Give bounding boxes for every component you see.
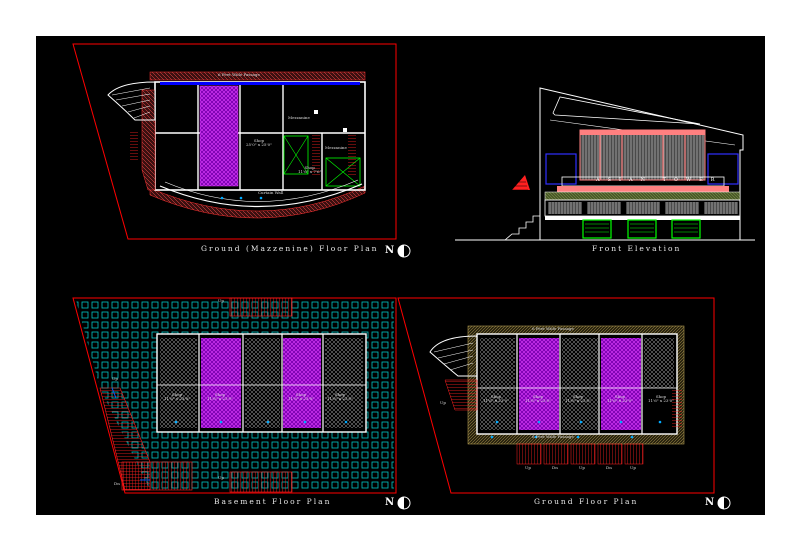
basement-plan: [72, 297, 397, 494]
ground-stair-mark-2: Dn: [552, 465, 558, 470]
north-letter-1: N: [385, 245, 395, 256]
basement-up-bottom: Up: [218, 475, 224, 480]
north-letter-2: N: [385, 497, 395, 508]
basement-shop-2: Shop 11'6" x 23'0": [207, 392, 233, 402]
ground-plan: [397, 297, 715, 494]
mezz-mezzanine-label-1: Mezzanine: [288, 115, 310, 120]
ground-shop-5: Shop 11'6" x 23'0": [648, 394, 674, 404]
drawing-sheet: Ground (Mazzenine) Floor Plan Front Elev…: [36, 36, 765, 515]
north-arrow-2: [397, 496, 411, 510]
ground-passage-top: 6 Feet Wide Passage: [532, 326, 574, 331]
mezz-mezzanine-label-2: Mezzanine: [325, 145, 347, 150]
basement-shop-4: Shop 11'6" x 23'0": [327, 392, 353, 402]
basement-up-left: Up: [112, 376, 118, 381]
mezz-passage-label: 6 Feet Wide Passage: [218, 72, 260, 77]
ground-shop-1: Shop 11'6" x 23'0": [483, 394, 509, 404]
cad-drawing: [72, 43, 755, 510]
mezzanine-plan: [72, 43, 397, 240]
title-ground-mezzanine-plan: Ground (Mazzenine) Floor Plan: [201, 244, 379, 253]
north-letter-3: N: [705, 497, 715, 508]
ground-stair-mark-3: Up: [579, 465, 585, 470]
ground-passage-bottom: 6 Feet Wide Passage: [532, 434, 574, 439]
ground-stair-mark-4: Dn: [606, 465, 612, 470]
ground-shop-3: Shop 11'6" x 23'0": [565, 394, 591, 404]
ground-shop-2: Shop 11'6" x 23'0": [525, 394, 551, 404]
ground-up-left: Up: [440, 400, 446, 405]
basement-dn: Dn: [114, 481, 120, 486]
front-elevation: [455, 87, 755, 241]
mezz-shop-label: Shop 25'0" x 25'0": [246, 138, 272, 148]
north-arrow-3: [717, 496, 731, 510]
ground-stair-mark-1: Up: [525, 465, 531, 470]
mezz-curtain-wall-label: Curtain Wall: [258, 190, 284, 195]
elevation-sign: ASIAN TOWER: [596, 177, 723, 183]
basement-shop-1: Shop 11'6" x 23'0": [164, 392, 190, 402]
mezz-small-shop-label: Shop 11'6" x 7'6": [298, 165, 322, 175]
title-ground-plan: Ground Floor Plan: [534, 497, 639, 506]
ground-stair-mark-5: Up: [630, 465, 636, 470]
basement-up-top: Up: [218, 298, 224, 303]
ground-shop-4: Shop 11'6" x 23'0": [607, 394, 633, 404]
basement-shop-3: Shop 11'6" x 23'0": [288, 392, 314, 402]
title-basement-plan: Basement Floor Plan: [214, 497, 332, 506]
title-front-elevation: Front Elevation: [592, 244, 682, 253]
north-arrow-1: [397, 244, 411, 258]
